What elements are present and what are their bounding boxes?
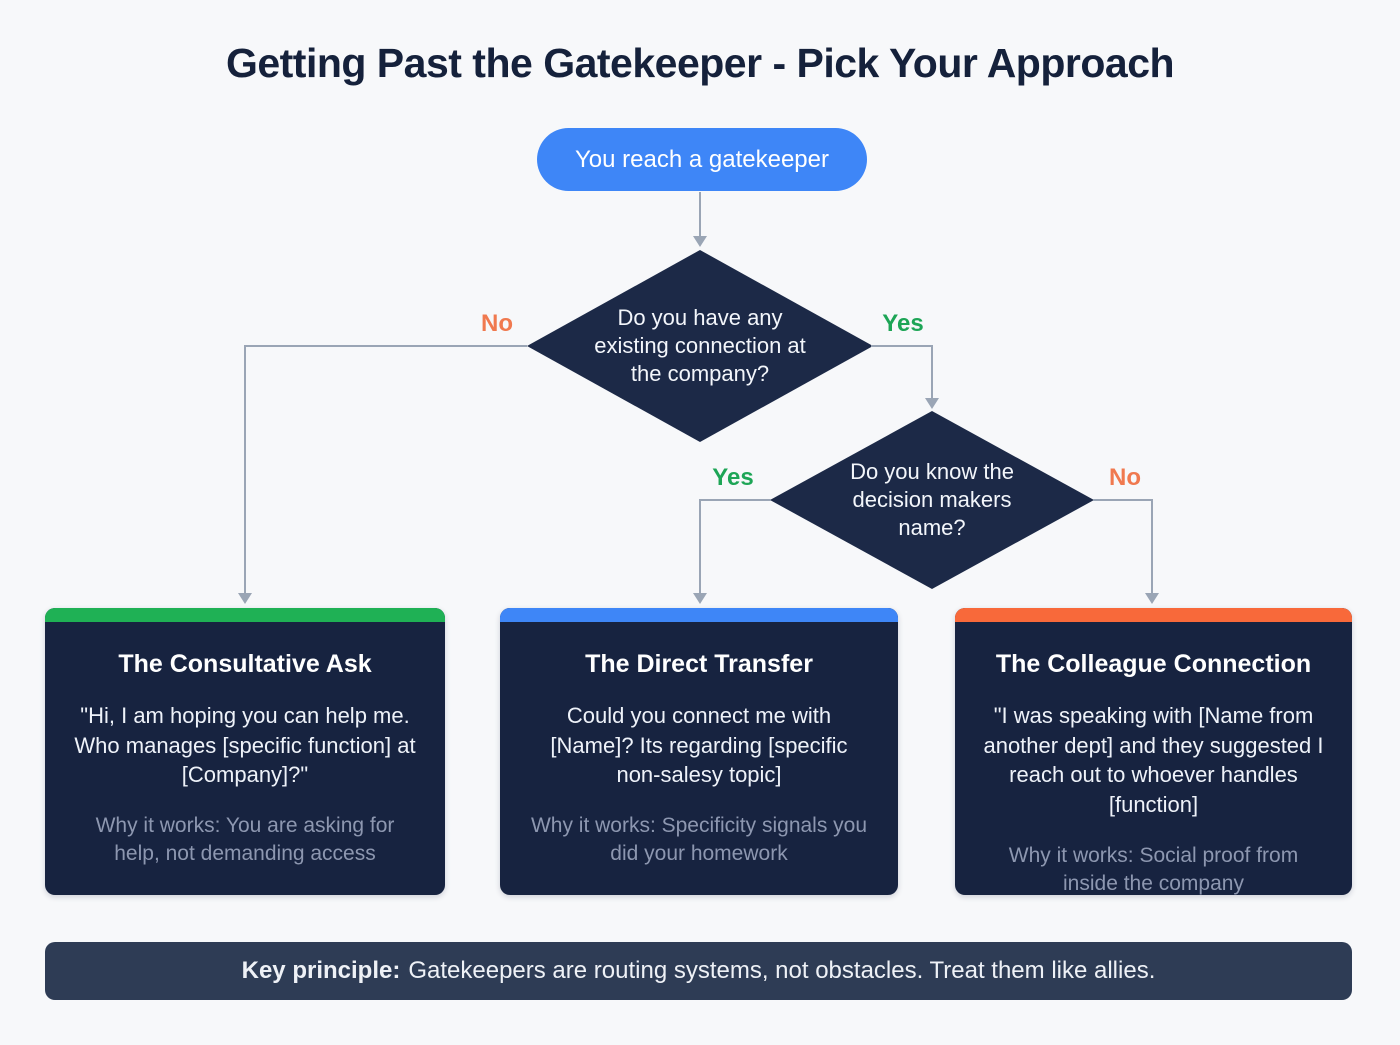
- arrowhead-card1: [238, 593, 252, 604]
- decision-existing-connection: Do you have any existing connection at t…: [527, 250, 873, 442]
- start-node-label: You reach a gatekeeper: [575, 145, 829, 173]
- card-direct-transfer-body: The Direct Transfer Could you connect me…: [500, 622, 898, 895]
- connector-start-to-decision1: [699, 192, 701, 238]
- card-direct-transfer-accent: [500, 608, 898, 622]
- arrowhead-card3: [1145, 593, 1159, 604]
- connector-no2-vertical: [1151, 499, 1153, 594]
- card-consultative-ask-script: "Hi, I am hoping you can help me. Who ma…: [74, 703, 416, 788]
- connector-yes1-horizontal: [871, 345, 933, 347]
- card-consultative-ask: The Consultative Ask "Hi, I am hoping yo…: [45, 608, 445, 895]
- decision-know-name-question: Do you know the decision makers name?: [850, 459, 1014, 540]
- start-node: You reach a gatekeeper: [537, 128, 867, 191]
- card-colleague-connection-accent: [955, 608, 1352, 622]
- card-direct-transfer-why: Why it works: Specificity signals you di…: [530, 814, 868, 866]
- card-direct-transfer-script: Could you connect me with [Name]? Its re…: [550, 703, 848, 788]
- branch-label-yes-1: Yes: [882, 310, 924, 337]
- connector-no1-horizontal: [244, 345, 527, 347]
- card-colleague-connection: The Colleague Connection "I was speaking…: [955, 608, 1352, 895]
- branch-label-no-2: No: [1109, 464, 1141, 491]
- card-direct-transfer: The Direct Transfer Could you connect me…: [500, 608, 898, 895]
- arrowhead-decision2: [925, 398, 939, 409]
- connector-yes2-vertical: [699, 499, 701, 594]
- key-principle-bar: Key principle: Gatekeepers are routing sy…: [45, 942, 1352, 1000]
- decision-existing-connection-question: Do you have any existing connection at t…: [594, 305, 806, 386]
- card-consultative-ask-why: Why it works: You are asking for help, n…: [95, 814, 395, 866]
- card-direct-transfer-title: The Direct Transfer: [585, 650, 813, 678]
- card-consultative-ask-accent: [45, 608, 445, 622]
- card-colleague-connection-body: The Colleague Connection "I was speaking…: [955, 622, 1352, 895]
- card-colleague-connection-title: The Colleague Connection: [995, 650, 1312, 678]
- page-title: Getting Past the Gatekeeper - Pick Your …: [225, 40, 1175, 86]
- arrowhead-decision1: [693, 236, 707, 247]
- branch-label-no-1: No: [481, 310, 513, 337]
- connector-no1-vertical: [244, 345, 246, 594]
- key-principle-label: Key principle:: [241, 957, 401, 984]
- connector-no2-horizontal: [1093, 499, 1153, 501]
- decision-know-name: Do you know the decision makers name?: [770, 411, 1094, 589]
- card-colleague-connection-why: Why it works: Social proof from inside t…: [1008, 843, 1299, 895]
- key-principle-text: Key principle: Gatekeepers are routing sy…: [242, 957, 1156, 985]
- branch-label-yes-2: Yes: [712, 464, 754, 491]
- connector-yes1-vertical: [931, 345, 933, 403]
- arrowhead-card2: [693, 593, 707, 604]
- key-principle-body: Gatekeepers are routing systems, not obs…: [408, 957, 1156, 984]
- card-consultative-ask-body: The Consultative Ask "Hi, I am hoping yo…: [45, 622, 445, 895]
- connector-yes2-horizontal: [699, 499, 771, 501]
- card-colleague-connection-script: "I was speaking with [Name from another …: [983, 703, 1324, 818]
- card-consultative-ask-title: The Consultative Ask: [118, 650, 372, 678]
